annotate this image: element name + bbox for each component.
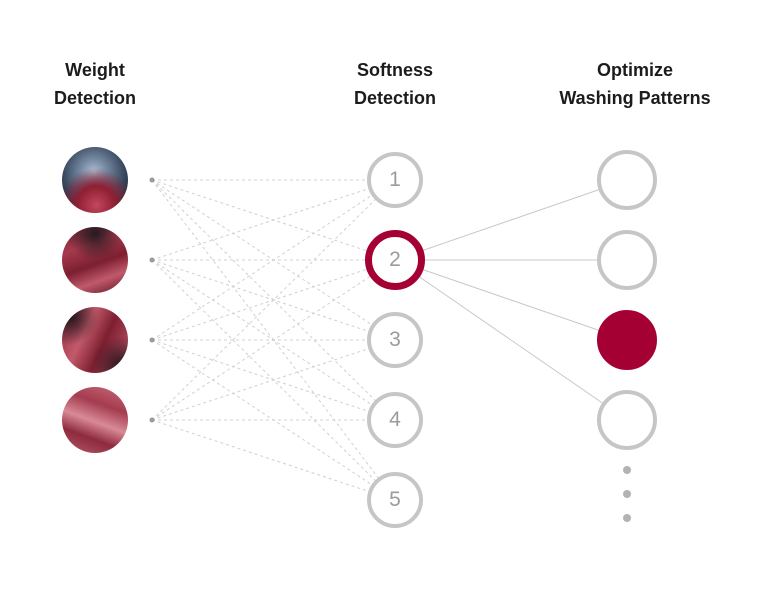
output-node-3 bbox=[597, 310, 657, 370]
softness-node-label: 1 bbox=[389, 168, 401, 191]
softness-node-label: 5 bbox=[389, 488, 401, 511]
title-line: Detection bbox=[53, 88, 137, 108]
red-fabric-photo-3 bbox=[62, 387, 128, 453]
column-title-weight-detection: Weight Detection bbox=[54, 56, 136, 112]
title-line: Weight bbox=[65, 60, 125, 80]
softness-node-label: 2 bbox=[389, 248, 401, 271]
title-line: Washing Patterns bbox=[559, 88, 711, 108]
connector-dot bbox=[149, 417, 155, 423]
output-node-4 bbox=[597, 390, 657, 450]
red-fabric-photo-1 bbox=[62, 227, 128, 293]
softness-node-1: 1 bbox=[367, 152, 423, 208]
ellipsis-dot bbox=[623, 490, 631, 498]
title-line: Softness bbox=[356, 60, 434, 80]
title-line: Detection bbox=[353, 88, 437, 108]
connector-dot bbox=[149, 337, 155, 343]
softness-node-5: 5 bbox=[367, 472, 423, 528]
softness-node-label: 4 bbox=[389, 408, 401, 431]
red-fabric-photo-2 bbox=[62, 307, 128, 373]
column-title-softness-detection: Softness Detection bbox=[354, 56, 436, 112]
softness-node-4: 4 bbox=[367, 392, 423, 448]
column-title-optimize-washing-patterns: Optimize Washing Patterns bbox=[559, 56, 710, 112]
softness-node-label: 3 bbox=[389, 328, 401, 351]
softness-node-2: 2 bbox=[365, 230, 425, 290]
connector-dot bbox=[149, 177, 155, 183]
connector-dot bbox=[149, 257, 155, 263]
output-node-2 bbox=[597, 230, 657, 290]
ellipsis-dot bbox=[623, 514, 631, 522]
output-node-1 bbox=[597, 150, 657, 210]
washer-drum-photo bbox=[62, 147, 128, 213]
ellipsis-dot bbox=[623, 466, 631, 474]
softness-node-3: 3 bbox=[367, 312, 423, 368]
title-line: Optimize bbox=[596, 60, 674, 80]
